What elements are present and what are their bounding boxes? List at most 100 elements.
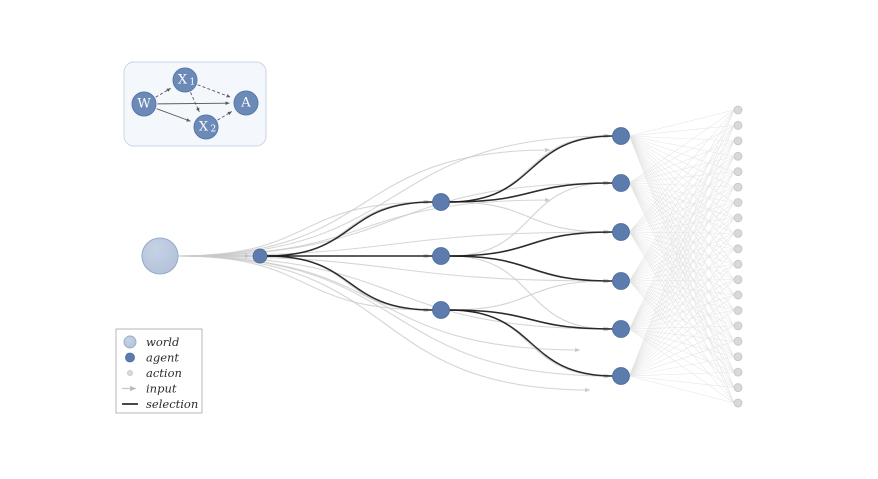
action-edge [629, 135, 735, 296]
action-edge [629, 171, 735, 233]
action-edge [629, 182, 735, 234]
action-node[interactable] [733, 290, 743, 300]
action-edge [629, 135, 735, 234]
legend-item-action[interactable]: action [127, 366, 182, 380]
inset-edge-w-to-x2 [156, 108, 191, 122]
inset-node-a[interactable]: A [233, 90, 259, 116]
action-edge [629, 109, 735, 137]
action-edge [629, 171, 735, 184]
action-node[interactable] [733, 383, 743, 392]
action-node[interactable] [733, 228, 743, 238]
selection-edges [266, 135, 614, 377]
action-node[interactable] [733, 198, 743, 207]
selection-edge [448, 231, 614, 257]
action-edge [629, 217, 735, 377]
action-node[interactable] [733, 105, 743, 115]
world-node[interactable] [141, 237, 179, 275]
action-edge [629, 156, 735, 233]
agent-node[interactable] [612, 223, 630, 241]
action-node[interactable] [733, 275, 743, 285]
action-node[interactable] [733, 398, 743, 408]
action-node[interactable] [733, 306, 743, 315]
inset-edge-x1-to-x2 [190, 92, 200, 113]
action-edge [629, 231, 735, 296]
action-edge [629, 156, 735, 377]
agent-node[interactable] [432, 193, 450, 211]
inset-node-label: X [178, 73, 188, 88]
legend-item-selection[interactable]: selection [122, 397, 198, 411]
action-edge [629, 231, 735, 265]
action-edge [629, 217, 735, 282]
inset-node-subscript: 2 [211, 125, 217, 135]
action-edge [629, 182, 735, 296]
action-node[interactable] [733, 352, 743, 362]
action-edge [629, 182, 735, 188]
agent-node[interactable] [432, 301, 450, 319]
action-edge [629, 182, 735, 265]
action-edge [629, 280, 735, 296]
legend-item-label: action [146, 366, 182, 380]
action-node[interactable] [733, 213, 743, 223]
action-node[interactable] [733, 121, 743, 130]
action-edge [629, 231, 735, 280]
inset-node-w[interactable]: W [131, 91, 157, 117]
agent-node[interactable] [612, 367, 630, 385]
action-edge [629, 182, 735, 280]
agent-node[interactable] [252, 248, 268, 264]
inset-node-circle [172, 67, 198, 93]
action-edge [629, 125, 735, 233]
agent-node[interactable] [612, 320, 630, 338]
action-node[interactable] [733, 167, 743, 177]
input-edge [449, 180, 609, 257]
input-edge [177, 147, 551, 257]
input-edge [449, 255, 609, 332]
action-edge [629, 135, 735, 265]
action-node[interactable] [733, 244, 743, 254]
action-edge [629, 109, 735, 233]
selection-edge [448, 309, 614, 377]
action-edge [629, 135, 735, 188]
inset-node-circle [131, 91, 157, 117]
action-node[interactable] [733, 321, 743, 331]
inset-edge-w-to-a [157, 101, 230, 106]
action-edge [629, 109, 735, 282]
action-node[interactable] [733, 136, 743, 146]
agent-node[interactable] [432, 247, 450, 265]
action-edge [629, 140, 735, 282]
action-edge [629, 140, 735, 377]
action-node[interactable] [733, 336, 743, 346]
action-edge [629, 248, 735, 282]
action-node[interactable] [733, 182, 743, 192]
action-edge [629, 186, 735, 233]
legend-item-world[interactable]: world [123, 335, 179, 349]
agent-node[interactable] [612, 127, 630, 145]
inset-edges [155, 84, 233, 122]
action-edge [629, 280, 735, 357]
action-edge [629, 280, 735, 342]
action-edge [629, 182, 735, 250]
action-edge [629, 140, 735, 233]
legend-item-input[interactable]: input [122, 382, 177, 396]
legend-item-agent[interactable]: agent [125, 351, 180, 365]
inset-edge-x2-to-a [217, 111, 233, 121]
action-node[interactable] [733, 151, 743, 161]
action-node[interactable] [733, 367, 743, 377]
agent-node[interactable] [612, 174, 630, 192]
action-edge [629, 182, 735, 327]
action-edge [629, 135, 735, 280]
action-node[interactable] [733, 259, 743, 269]
agent-node[interactable] [612, 272, 630, 290]
legend-action-marker-icon [127, 370, 133, 376]
action-edge [629, 171, 735, 282]
action-edge [629, 202, 735, 377]
selection-edge [266, 201, 434, 257]
action-edge [629, 248, 735, 377]
action-edge-bundle [629, 109, 735, 404]
action-edge [629, 171, 735, 377]
legend-item-label: agent [146, 351, 179, 365]
action-edge [629, 279, 735, 282]
legend-agent-marker-icon [125, 352, 135, 363]
action-edge [629, 280, 735, 373]
